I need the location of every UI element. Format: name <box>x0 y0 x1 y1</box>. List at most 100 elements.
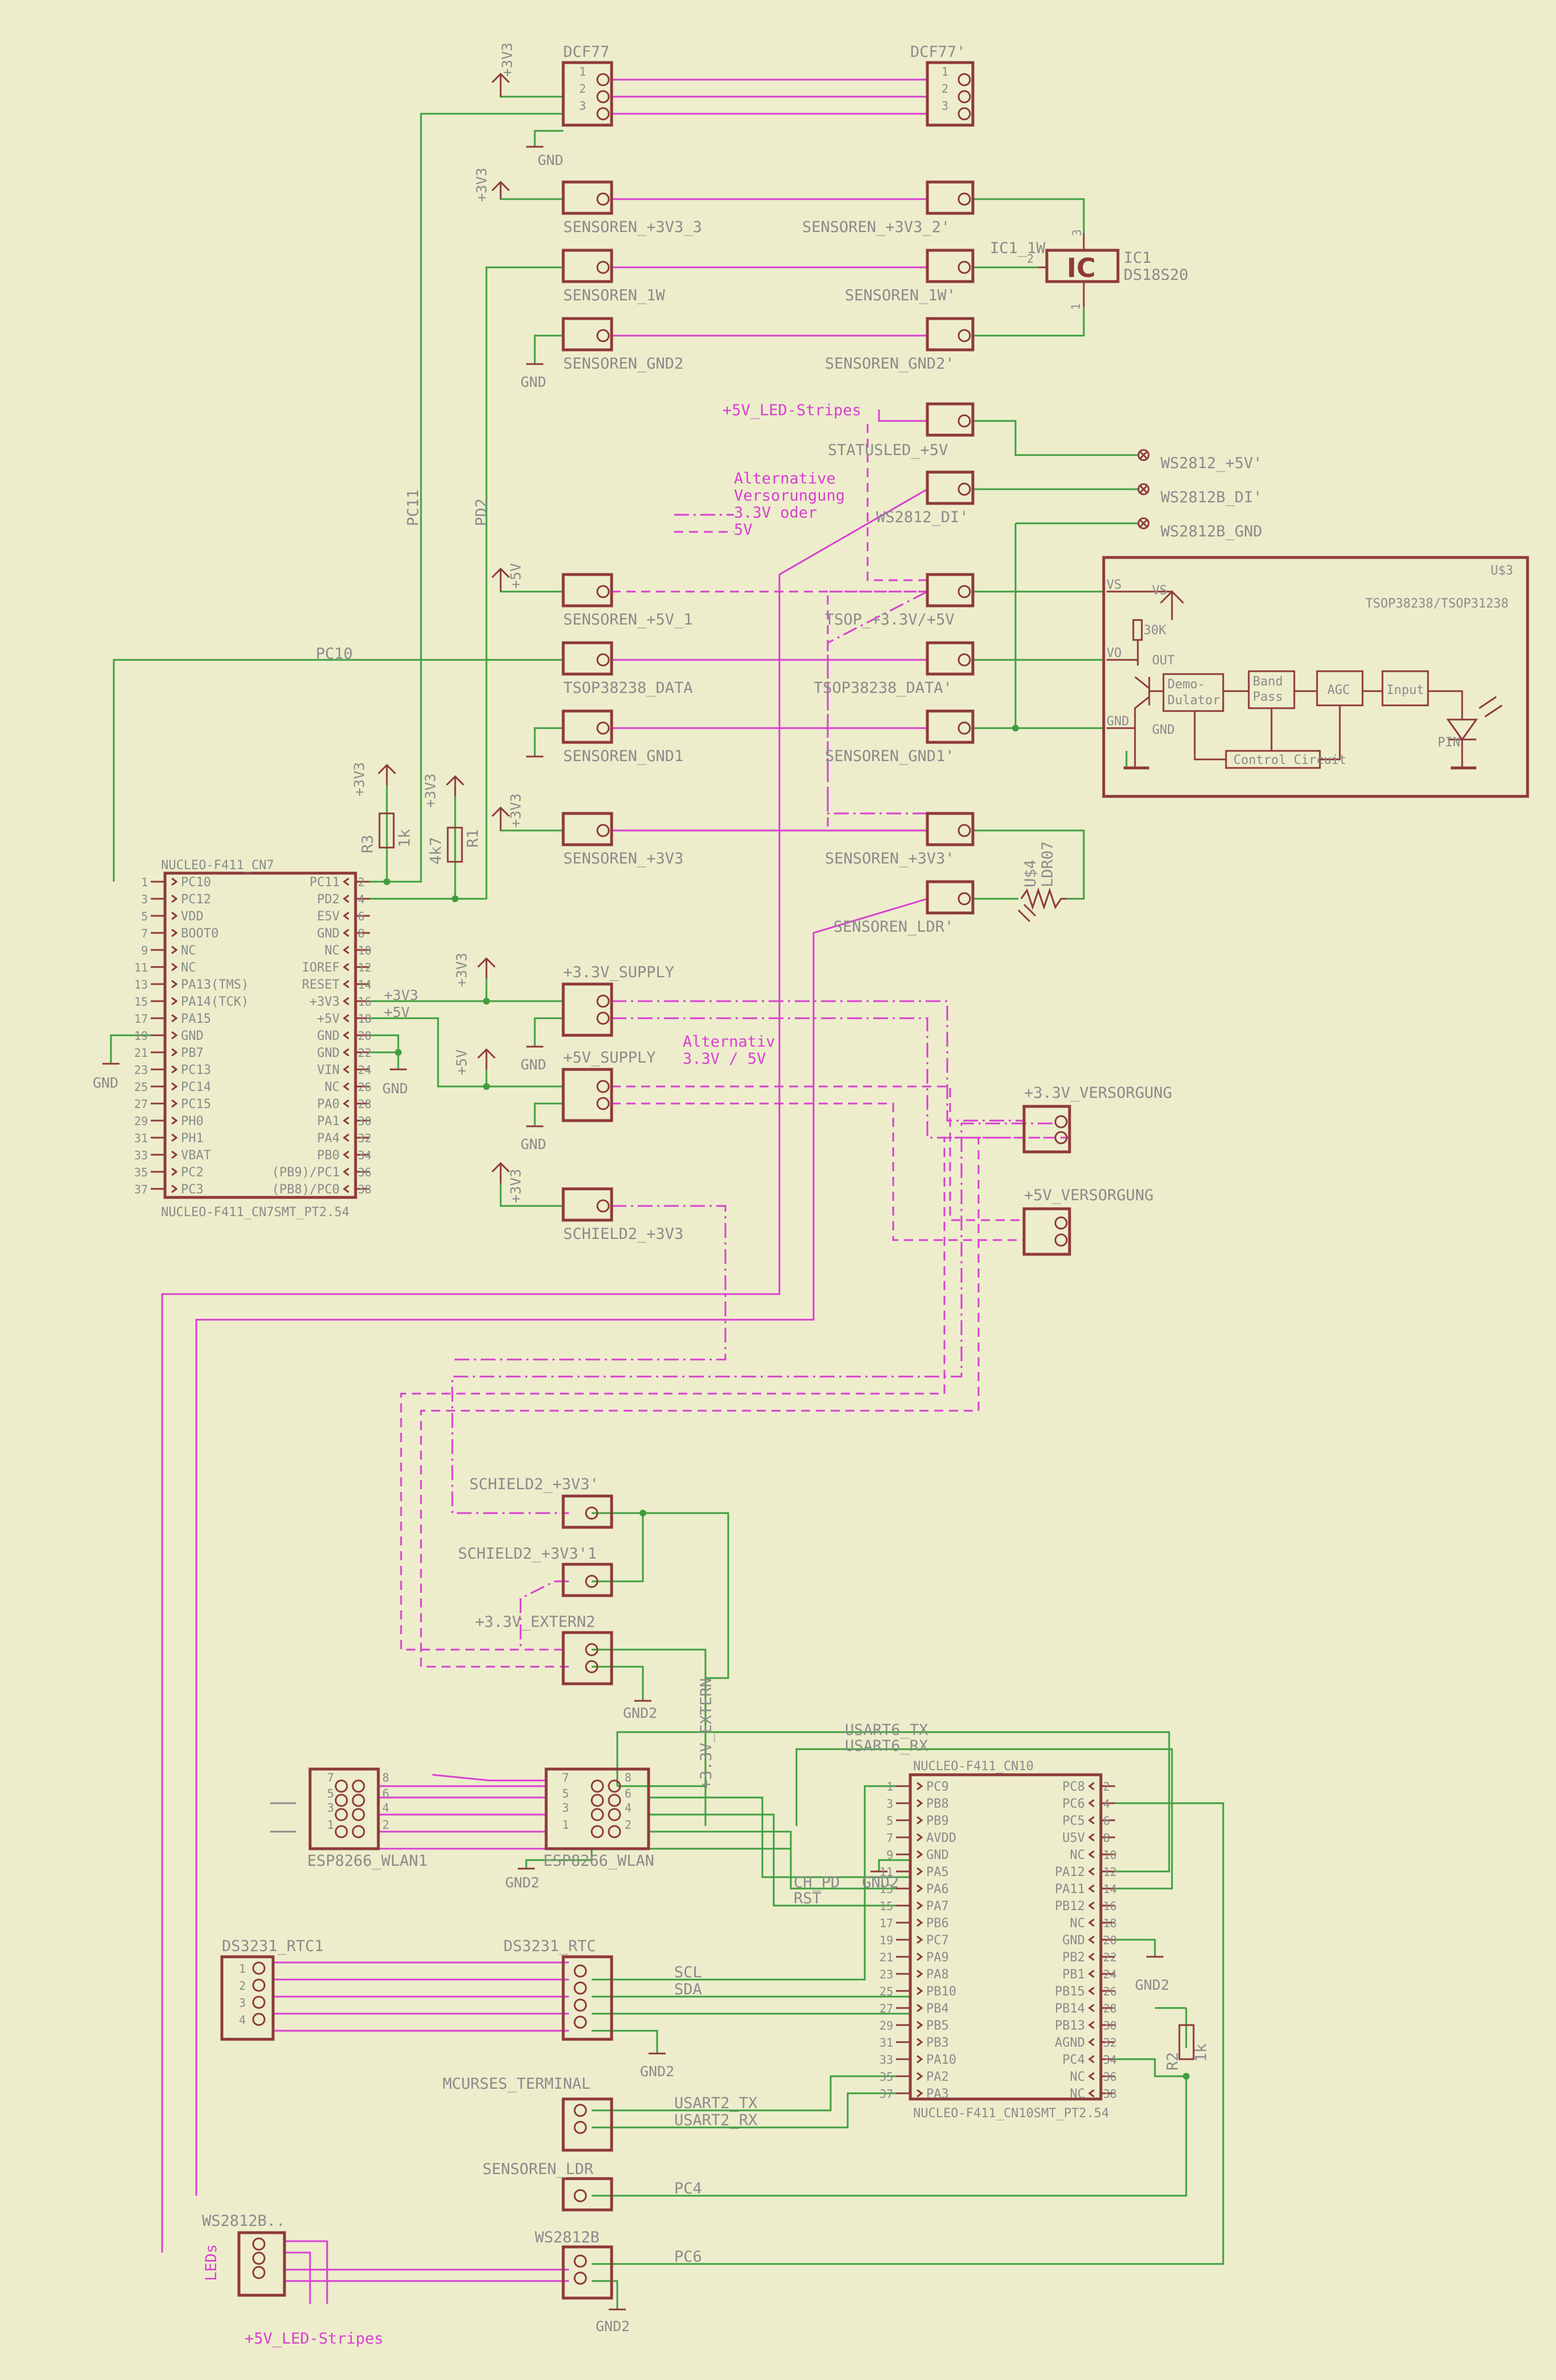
pin-label: +3V3 <box>309 995 340 1009</box>
pin-label: PA9 <box>926 1951 949 1965</box>
label-r2-val: 1k <box>1192 2043 1210 2062</box>
connector-single <box>926 317 975 352</box>
ic-mark: IC <box>1067 253 1096 283</box>
connector-versorgung-3v3 <box>1022 1105 1071 1154</box>
label-pc10: PC10 <box>316 645 353 663</box>
label-gnd2: GND2 <box>640 2063 674 2080</box>
connector-single <box>562 573 613 608</box>
pad-icon <box>1137 517 1150 530</box>
pin-arrow-icon <box>171 1014 178 1023</box>
pin-number: 33 <box>880 2053 893 2067</box>
pin-arrow-icon <box>342 980 349 989</box>
pin-label: AGND <box>1055 2036 1085 2050</box>
connector-single <box>926 573 975 608</box>
pin-label: PA10 <box>926 2053 956 2067</box>
label-sensoren-1wp: SENSOREN_1W' <box>845 287 956 304</box>
vcc-symbol <box>445 775 465 796</box>
label-gnd2-cn10: GND2 <box>862 1874 899 1891</box>
label-gnd2: GND2 <box>1135 1977 1169 1993</box>
connector-ws2812b <box>562 2245 613 2300</box>
pin-arrow-icon <box>171 1133 178 1142</box>
pin-number: 18 <box>358 1012 372 1026</box>
label-3v3: +3V3 <box>453 953 470 987</box>
pin-number: 25 <box>880 1985 893 1998</box>
pin-label: PA3 <box>926 2087 949 2101</box>
pin-number: 31 <box>134 1131 148 1145</box>
cn10-footer: NUCLEO-F411_CN10SMT_PT2.54 <box>913 2106 1109 2121</box>
pin-number: 13 <box>880 1882 893 1896</box>
connector-single <box>562 317 613 352</box>
vcc-symbol <box>491 567 510 592</box>
connector-single <box>926 249 975 283</box>
pin-label: IOREF <box>302 961 340 975</box>
pin-arrow-icon <box>171 1048 178 1057</box>
pin-arrow-icon <box>171 928 178 937</box>
label-r3: R3 <box>359 834 377 853</box>
label-r2: R2 <box>1164 2052 1182 2071</box>
label-ds3231-rtc: DS3231_RTC <box>503 1937 596 1955</box>
pin-number: 27 <box>880 2002 893 2015</box>
pin-number: 38 <box>1103 2087 1117 2101</box>
pin-arrow-icon <box>342 1133 349 1142</box>
pin-number: 15 <box>134 995 148 1009</box>
pin-number: 24 <box>1103 1968 1117 1981</box>
pin-arrow-icon <box>917 1918 923 1927</box>
label-scl: SCL <box>674 1964 702 1981</box>
pin-arrow-icon <box>917 2020 923 2030</box>
label-ws2812-di: WS2812_DI' <box>876 509 969 526</box>
connector-single <box>562 641 613 676</box>
label-esp-wlan: ESP8266_WLAN <box>543 1852 654 1870</box>
label-schield2: SCHIELD2_+3V3 <box>563 1225 683 1243</box>
label-pd2: PD2 <box>473 498 490 526</box>
pin-label: PB3 <box>926 2036 949 2050</box>
connector-esp-wlan1 <box>308 1767 380 1850</box>
esp1-pin: 5 <box>327 1787 334 1800</box>
pin-arrow-icon <box>171 997 178 1006</box>
label-input: Input <box>1386 683 1424 697</box>
label-ws2812b-dots: WS2812B.. <box>202 2212 285 2230</box>
label-ws2812b: WS2812B <box>535 2229 600 2246</box>
pin-label: GND <box>1062 1933 1085 1948</box>
connector-mcurses <box>562 2097 613 2152</box>
vcc-symbol <box>477 957 496 978</box>
pin-number: 7 <box>141 927 148 940</box>
pin-label: PC9 <box>926 1780 949 1794</box>
pin-number: 15 <box>880 1899 893 1913</box>
label-pin: PIN <box>1438 736 1460 750</box>
pin-arrow-icon <box>1088 2003 1095 2013</box>
label-pc11: PC11 <box>405 489 422 526</box>
pin-2: 2 <box>1027 252 1034 266</box>
cn7-footer: NUCLEO-F411_CN7SMT_PT2.54 <box>161 1205 349 1220</box>
pin-number: 23 <box>134 1063 148 1077</box>
label-usart6-tx: USART6_TX <box>845 1721 928 1739</box>
pad-icon <box>1137 483 1150 495</box>
pin-label: VDD <box>181 910 204 924</box>
label-ic1-1w: IC1_1W <box>990 239 1046 257</box>
pin-number: 30 <box>1103 2019 1117 2032</box>
connector-single <box>926 470 975 505</box>
pin-label: BOOT0 <box>181 927 218 941</box>
label-sensoren-gnd1p: SENSOREN_GND1' <box>825 747 955 765</box>
pin-number: 6 <box>358 910 365 923</box>
connector-versorgung-5v <box>1022 1207 1071 1256</box>
label-3v3: +3V3 <box>507 794 524 828</box>
pin-arrow-icon <box>342 1048 349 1057</box>
pin-label: NC <box>325 944 340 958</box>
pin-arrow-icon <box>1088 1833 1095 1842</box>
label-3v3: +3V3 <box>507 1169 524 1203</box>
pin-label: GND <box>181 1029 204 1043</box>
pin-label: GND <box>926 1848 949 1862</box>
pin-label: PA15 <box>181 1012 211 1026</box>
pin-label: PB9 <box>926 1814 949 1828</box>
pin-number: 3 <box>579 99 586 113</box>
pin-3: 3 <box>1070 229 1084 236</box>
pin-arrow-icon <box>917 1935 923 1944</box>
pin-number: 36 <box>358 1166 372 1179</box>
label-sensoren-gnd2: SENSOREN_GND2 <box>563 355 683 373</box>
vcc-symbol <box>491 72 510 97</box>
pin-arrow-icon <box>1088 1799 1095 1808</box>
pin-number: 29 <box>134 1114 148 1128</box>
pin-arrow-icon <box>171 1099 178 1108</box>
pin-number: 28 <box>1103 2002 1117 2015</box>
